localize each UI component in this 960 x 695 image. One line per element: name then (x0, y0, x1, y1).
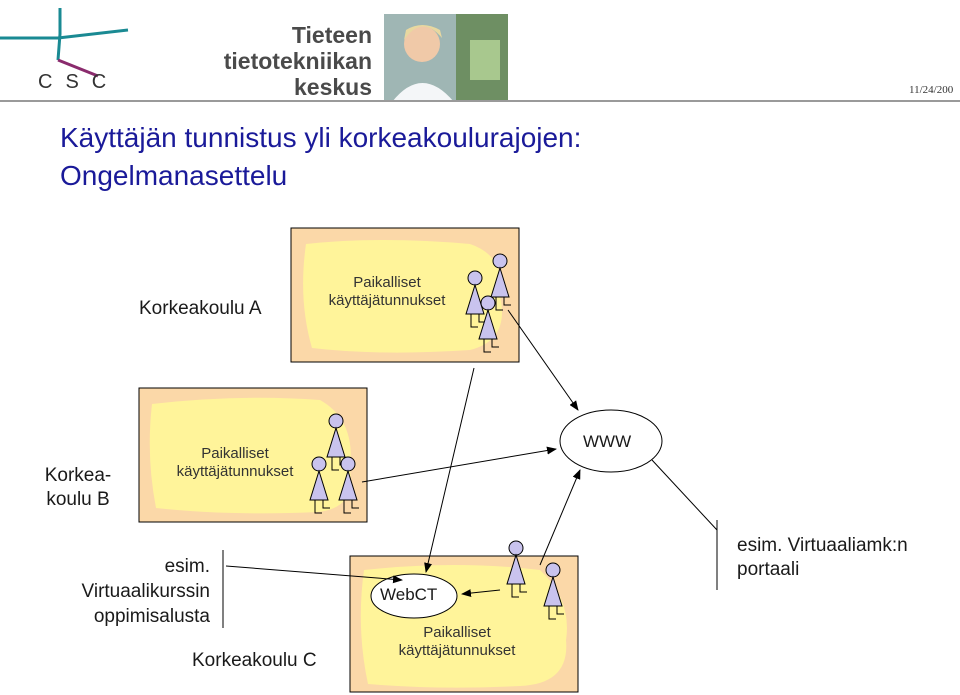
logo-text: CSC (38, 71, 120, 93)
virtual-course-line-1: esim. (164, 556, 210, 577)
webct-node (370, 573, 458, 619)
virtual-course-label: esim. Virtuaalikurssin oppimisalusta (40, 554, 210, 629)
slide-date: 11/24/200 (909, 84, 954, 96)
local-accounts-b-line-2: käyttäjätunnukset (176, 463, 294, 480)
korkeakoulu-a-box (290, 227, 520, 363)
label-korkeakoulu-b: Korkea- koulu B (30, 464, 126, 512)
slide-title-line-2: Ongelmanasettelu (60, 160, 288, 191)
label-korkeakoulu-c: Korkeakoulu C (192, 650, 317, 671)
virtual-portal-line-2: portaali (737, 559, 800, 580)
local-accounts-a-line-2: käyttäjätunnukset (328, 292, 446, 309)
webct-label: WebCT (380, 585, 438, 604)
org-name-line-1: Tieteen (291, 22, 372, 48)
label-korkeakoulu-b-line-2: koulu B (46, 489, 110, 510)
local-accounts-a-line-1: Paikalliset (353, 274, 421, 291)
virtual-course-line-2: Virtuaalikurssin (81, 581, 210, 602)
csc-logo (0, 8, 129, 78)
label-korkeakoulu-b-line-1: Korkea- (44, 465, 112, 486)
korkeakoulu-b-box (138, 387, 368, 523)
label-korkeakoulu-a: Korkeakoulu A (139, 298, 262, 319)
local-accounts-b: Paikalliset käyttäjätunnukset (150, 445, 320, 481)
virtual-course-line-3: oppimisalusta (93, 606, 210, 627)
virtual-portal-line-1: esim. Virtuaaliamk:n (737, 535, 908, 556)
local-accounts-c-line-2: käyttäjätunnukset (398, 642, 516, 659)
www-label: WWW (583, 432, 632, 451)
local-accounts-c: Paikalliset käyttäjätunnukset (372, 624, 542, 660)
www-node (559, 409, 663, 473)
local-accounts-b-line-1: Paikalliset (201, 445, 269, 462)
local-accounts-c-line-1: Paikalliset (423, 624, 491, 641)
org-name: Tieteen tietotekniikan keskus (200, 22, 372, 100)
slide-title-line-1: Käyttäjän tunnistus yli korkeakoulurajoj… (60, 122, 582, 153)
virtual-portal-label: esim. Virtuaaliamk:n portaali (737, 534, 908, 582)
org-name-line-2: tietotekniikan (223, 48, 372, 74)
connectors (225, 309, 718, 598)
header-photo (384, 14, 508, 102)
local-accounts-a: Paikalliset käyttäjätunnukset (302, 274, 472, 310)
org-name-line-3: keskus (293, 74, 372, 100)
